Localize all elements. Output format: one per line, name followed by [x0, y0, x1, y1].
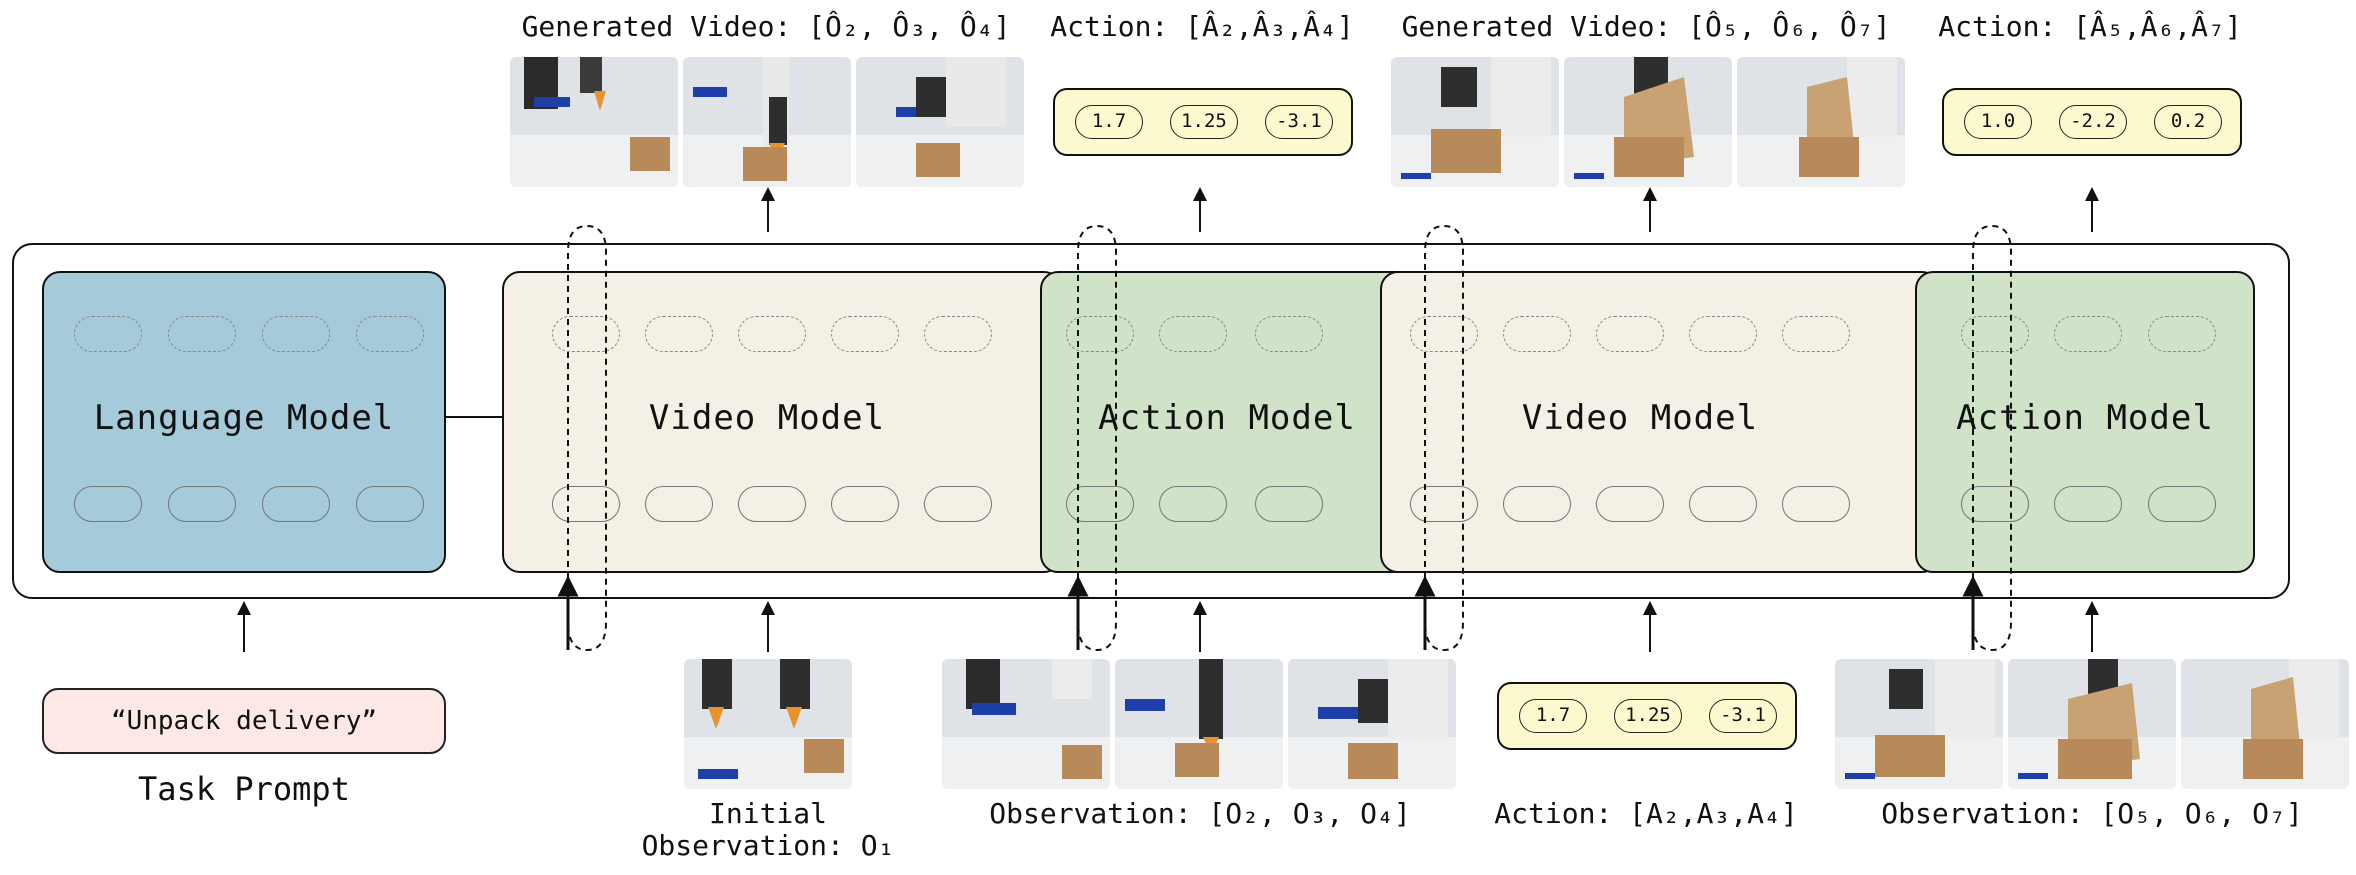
generated-video-label-2: Generated Video: [Ô₅, Ô₆, Ô₇]: [1401, 10, 1891, 43]
observation-frame: [1288, 659, 1456, 789]
generated-frame: [683, 57, 851, 187]
output-token: [1961, 316, 2029, 352]
input-token: [2054, 486, 2122, 522]
action-value-chip: 1.7: [1519, 699, 1587, 733]
generated-video-label-1: Generated Video: [Ô₂, Ô₃, Ô₄]: [521, 10, 1011, 43]
task-prompt-label: Task Prompt: [138, 770, 350, 808]
output-token: [1782, 316, 1850, 352]
output-token: [738, 316, 806, 352]
action-value-chip: -3.1: [1709, 699, 1777, 733]
output-token: [1066, 316, 1134, 352]
action-input-label: Action: [A₂,A₃,A₄]: [1494, 797, 1798, 830]
task-prompt-box: “Unpack delivery”: [42, 688, 446, 754]
input-token: [831, 486, 899, 522]
input-token: [1159, 486, 1227, 522]
observation-frame: [2181, 659, 2349, 789]
input-token: [1596, 486, 1664, 522]
input-token: [738, 486, 806, 522]
input-token: [2148, 486, 2216, 522]
output-token: [2054, 316, 2122, 352]
action-value-chip: -3.1: [1265, 105, 1333, 139]
action-model-title-2: Action Model: [1956, 398, 2214, 438]
output-token: [356, 316, 424, 352]
video-model-title-1: Video Model: [648, 398, 886, 438]
input-token: [1782, 486, 1850, 522]
output-token: [1689, 316, 1757, 352]
generated-frame: [856, 57, 1024, 187]
output-token: [924, 316, 992, 352]
input-token: [1503, 486, 1571, 522]
observation-label-2: Observation: [O₅, O₆, O₇]: [1881, 797, 2303, 830]
observation-frame: [1115, 659, 1283, 789]
input-token: [1961, 486, 2029, 522]
generated-frame: [1737, 57, 1905, 187]
action-model-block-2: Action Model: [1915, 271, 2255, 573]
action-value-chip: 1.0: [1964, 105, 2032, 139]
output-token: [552, 316, 620, 352]
action-value-chip: 1.7: [1075, 105, 1143, 139]
input-token: [74, 486, 142, 522]
input-token: [262, 486, 330, 522]
output-token: [1255, 316, 1323, 352]
action-value-chip: 1.25: [1614, 699, 1682, 733]
output-token: [1503, 316, 1571, 352]
predicted-action-box-1: 1.7 1.25 -3.1: [1053, 88, 1353, 156]
video-model-block-1: Video Model: [502, 271, 1062, 573]
initial-observation-frame: [684, 659, 852, 789]
predicted-action-box-2: 1.0 -2.2 0.2: [1942, 88, 2242, 156]
action-output-label-2: Action: [Â₅,Â₆,Â₇]: [1938, 10, 2242, 43]
input-token: [1066, 486, 1134, 522]
output-token: [2148, 316, 2216, 352]
language-model-block: Language Model: [42, 271, 446, 573]
output-token: [262, 316, 330, 352]
action-input-box: 1.7 1.25 -3.1: [1497, 682, 1797, 750]
output-token: [168, 316, 236, 352]
input-token: [924, 486, 992, 522]
observation-frame: [2008, 659, 2176, 789]
output-token: [1159, 316, 1227, 352]
video-model-block-2: Video Model: [1380, 271, 1940, 573]
language-model-title: Language Model: [93, 398, 395, 438]
input-token: [645, 486, 713, 522]
observation-label-1: Observation: [O₂, O₃, O₄]: [989, 797, 1411, 830]
action-value-chip: 0.2: [2154, 105, 2222, 139]
action-output-label-1: Action: [Â₂,Â₃,Â₄]: [1050, 10, 1354, 43]
output-token: [1596, 316, 1664, 352]
action-value-chip: 1.25: [1170, 105, 1238, 139]
video-model-title-2: Video Model: [1521, 398, 1759, 438]
input-token: [168, 486, 236, 522]
input-token: [1255, 486, 1323, 522]
generated-frame: [1564, 57, 1732, 187]
input-token: [552, 486, 620, 522]
observation-frame: [942, 659, 1110, 789]
action-model-title-1: Action Model: [1098, 398, 1356, 438]
output-token: [831, 316, 899, 352]
input-token: [1410, 486, 1478, 522]
output-token: [645, 316, 713, 352]
action-value-chip: -2.2: [2059, 105, 2127, 139]
initial-observation-label-line2: Observation: O₁: [641, 829, 895, 862]
input-token: [1689, 486, 1757, 522]
observation-frame: [1835, 659, 2003, 789]
output-token: [1410, 316, 1478, 352]
output-token: [74, 316, 142, 352]
generated-frame: [1391, 57, 1559, 187]
input-token: [356, 486, 424, 522]
initial-observation-label-line1: Initial: [708, 797, 828, 830]
generated-frame: [510, 57, 678, 187]
